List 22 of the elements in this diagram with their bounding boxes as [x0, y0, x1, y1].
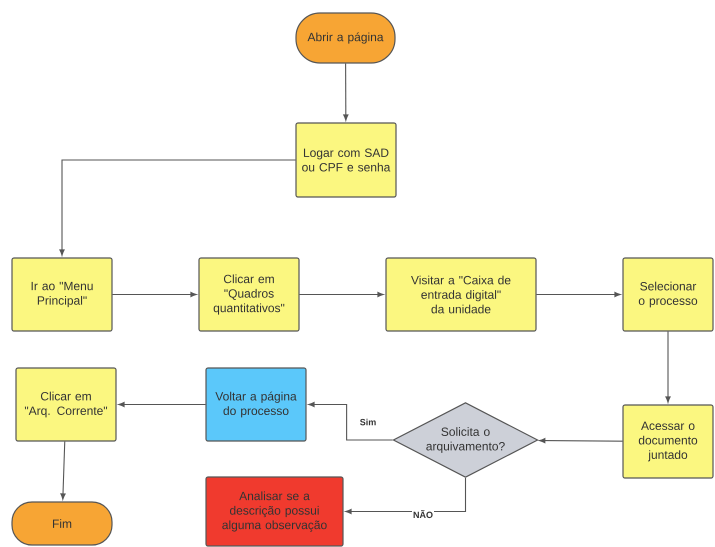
arrow: [300, 292, 384, 298]
arrow: [536, 292, 621, 298]
arrow: [308, 402, 393, 441]
arrow: [343, 64, 348, 121]
edge-label: NÃO: [412, 508, 434, 520]
process-box: Logar com SAD ou CPF e senha: [295, 122, 397, 198]
process-box: Visitar a "Caixa de entrada digital" da unidade: [385, 257, 537, 332]
process-box: Acessar o documento juntado: [622, 404, 714, 479]
edge-label: Sim: [358, 418, 378, 426]
process-box: Selecionar o processo: [622, 257, 714, 332]
arrow: [118, 402, 206, 408]
process-box: Analisar se a descrição possui alguma observação: [205, 476, 344, 547]
process-box: Ir ao "Menu Principal": [11, 257, 113, 332]
arrow: [345, 478, 466, 514]
arrow: [112, 292, 197, 298]
process-box: Voltar a página do processo: [205, 367, 307, 442]
arrow: [665, 332, 671, 403]
arrow: [60, 442, 66, 500]
arrow: [539, 438, 622, 444]
arrow: [59, 159, 296, 256]
process-box: Clicar em "Quadros quantitativos": [198, 257, 300, 332]
process-box: Clicar em "Arq. Corrente": [15, 367, 117, 442]
